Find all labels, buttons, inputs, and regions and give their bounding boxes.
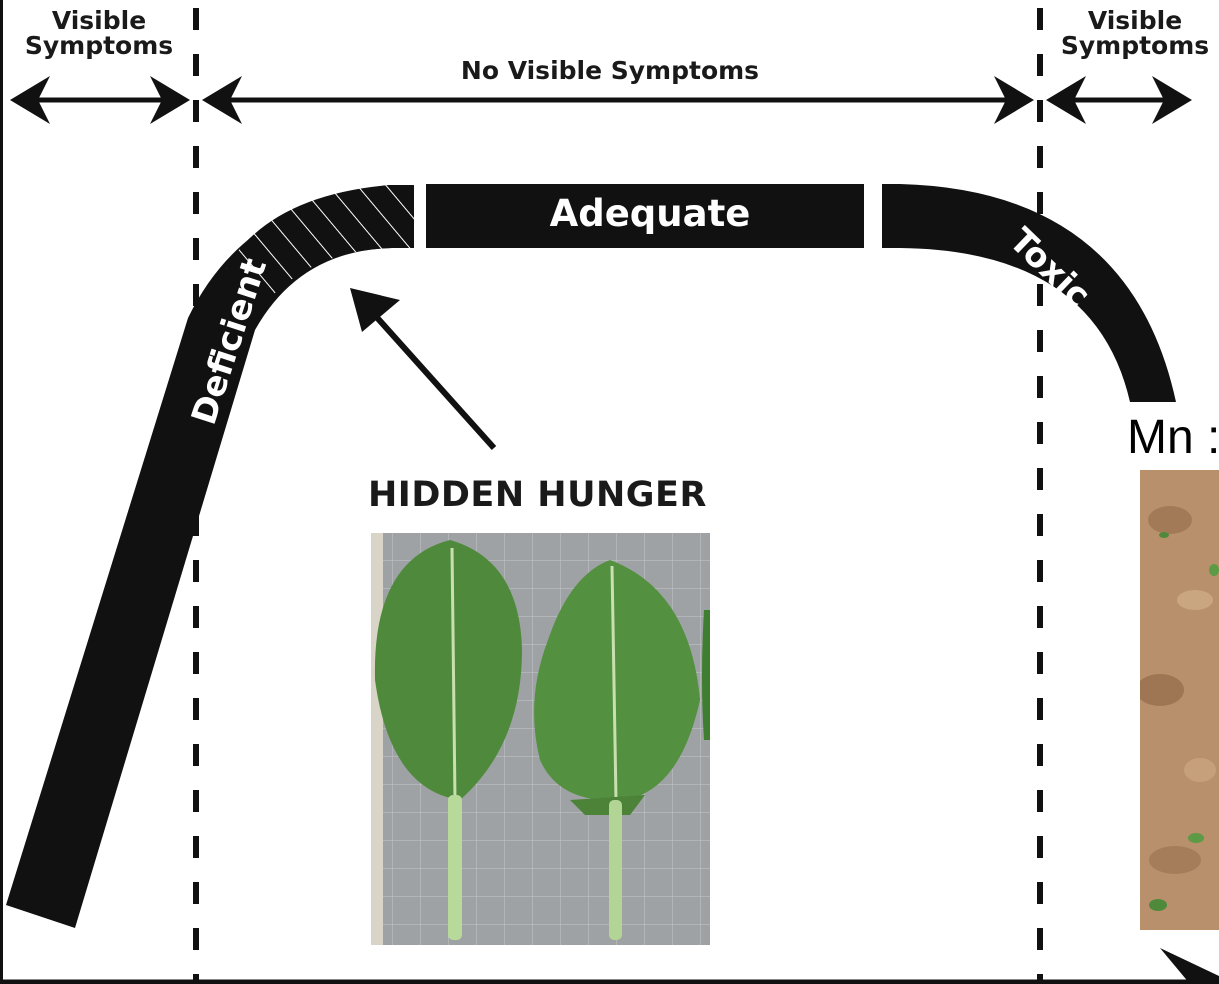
- x-axis-arrow-icon: [1160, 948, 1219, 984]
- deficient-band: [6, 185, 412, 928]
- hidden-hunger-label: HIDDEN HUNGER: [368, 478, 768, 513]
- visible-symptoms-left-label: Visible Symptoms: [14, 8, 184, 58]
- leaf-photo: [371, 533, 712, 945]
- visible-symptoms-left-arrow: [10, 76, 190, 124]
- seedling-soil-photo: [1136, 470, 1219, 930]
- adequate-label: Adequate: [550, 192, 751, 235]
- no-visible-symptoms-label: No Visible Symptoms: [400, 58, 820, 83]
- visible-symptoms-right-arrow: [1046, 76, 1192, 124]
- mn-caption: Mn :: [1127, 410, 1219, 465]
- visible-symptoms-right-label: Visible Symptoms: [1050, 8, 1219, 58]
- toxic-band: [882, 184, 1176, 402]
- hidden-hunger-arrow: [350, 288, 494, 448]
